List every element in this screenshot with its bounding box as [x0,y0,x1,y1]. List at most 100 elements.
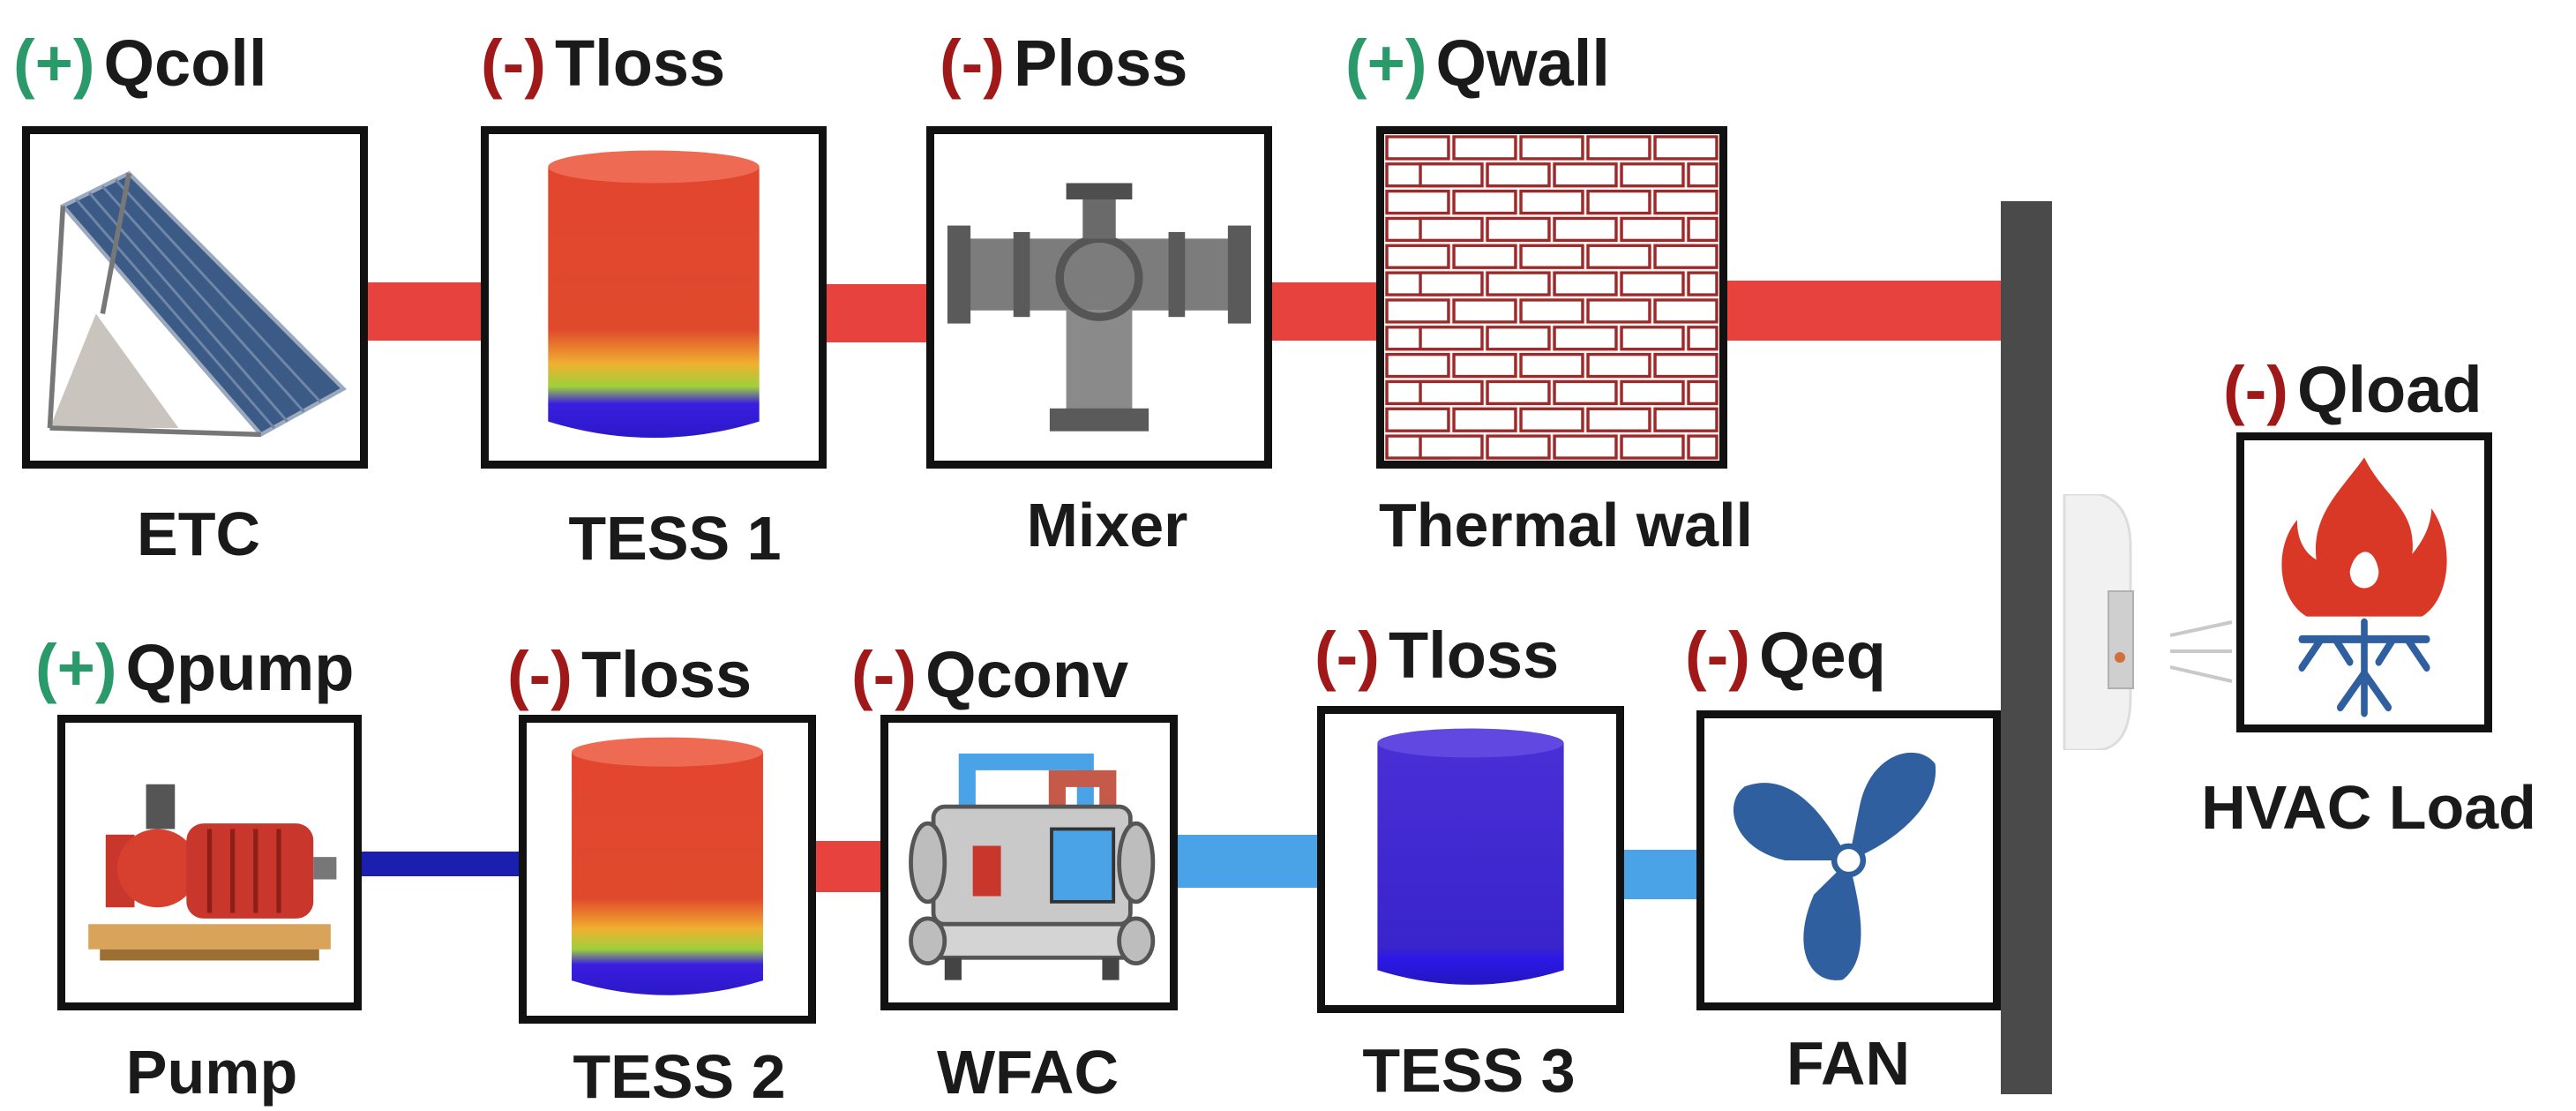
brick [1620,271,1685,297]
brick [1486,271,1551,297]
brick [1519,244,1584,269]
brick [1452,298,1517,324]
brick [1586,244,1651,269]
indoor-unit [2060,492,2139,752]
brick [1419,216,1484,243]
brick [1586,298,1651,324]
brick [1586,189,1651,215]
brick [1687,434,1719,460]
brick [1653,407,1719,432]
pipe-tess3-fan [1621,850,1701,899]
brick [1385,352,1450,379]
tess3-label: TESS 3 [1362,1036,1576,1105]
brick [1687,162,1719,188]
pump-sign: (+) [35,631,117,704]
chiller-icon [880,715,1178,1010]
brick [1519,352,1584,379]
pump-icon [57,715,362,1010]
brick [1452,244,1517,269]
brick [1553,434,1618,460]
brick [1385,298,1450,324]
brick [1553,379,1618,406]
brick [1419,379,1484,406]
airflow-lines [2169,609,2236,688]
storage-tank-icon [481,126,827,469]
brick [1687,271,1719,297]
brick [1653,189,1719,215]
pipe-pump-tess2 [357,852,520,876]
pump-label: Pump [125,1038,298,1107]
brick [1419,271,1484,297]
brick [1553,271,1618,297]
brick [1687,326,1719,351]
pipe-tess1-mixer [825,284,929,342]
brick [1452,407,1517,432]
brick [1519,298,1584,324]
tess3-term: (-)Tloss [1314,623,1559,688]
brick [1620,216,1685,243]
pipe-etc-tess1 [366,282,485,341]
brick [1687,216,1719,243]
brick [1620,434,1685,460]
mixer-term: (-)Ploss [940,31,1187,96]
brick [1385,407,1450,432]
brick [1486,216,1551,243]
etc-sign: (+) [13,26,95,100]
fan-sign: (-) [1685,619,1750,692]
etc-label: ETC [137,499,260,568]
wall-label: Thermal wall [1378,491,1754,559]
wfac-term: (-)Qconv [851,642,1128,708]
mixer-label: Mixer [1026,491,1188,559]
etc-term-label: Qcoll [103,26,267,100]
etc-term: (+)Qcoll [13,31,267,96]
brick [1385,135,1450,161]
brick [1653,352,1719,379]
wall-term: (+)Qwall [1345,31,1610,96]
wall-term-label: Qwall [1435,26,1610,100]
pipe-wfac-tess3 [1176,835,1320,888]
hvac-sign: (-) [2223,353,2288,426]
brick [1553,162,1618,188]
brick [1620,162,1685,188]
brick [1586,352,1651,379]
distribution-busbar [2001,201,2052,1094]
brick [1419,326,1484,351]
tess2-term: (-)Tloss [507,642,752,708]
tess1-label: TESS 1 [568,504,782,573]
tess2-sign: (-) [507,638,573,711]
hvac-label: HVAC Load [2201,773,2536,842]
tess3-sign: (-) [1314,619,1380,692]
storage-tank-icon [1317,706,1624,1013]
fan-icon [1696,710,2001,1010]
pump-term: (+)Qpump [35,635,354,701]
tess1-sign: (-) [481,26,546,100]
brick [1486,162,1551,188]
brick [1486,434,1551,460]
tess1-term-label: Tloss [554,26,726,100]
tess2-term-label: Tloss [580,638,753,711]
brick [1586,135,1651,161]
wfac-sign: (-) [851,638,917,711]
brick [1620,379,1685,406]
brick [1486,379,1551,406]
wfac-label: WFAC [936,1038,1120,1107]
wall-sign: (+) [1345,26,1427,100]
tess3-term-label: Tloss [1388,619,1560,692]
pump-term-label: Qpump [125,631,355,704]
brick [1653,135,1719,161]
brick [1519,407,1584,432]
fan-label: FAN [1786,1029,1910,1098]
hot-cold-load-icon [2236,432,2492,732]
tess1-term: (-)Tloss [481,31,725,96]
brick-wall-icon [1376,126,1727,469]
brick [1452,189,1517,215]
brick [1653,298,1719,324]
pipe-mixer-wall [1270,282,1376,341]
brick [1385,189,1450,215]
brick [1620,326,1685,351]
wfac-term-label: Qconv [925,638,1129,711]
solar-collector-icon [22,126,368,469]
brick [1452,352,1517,379]
fan-term: (-)Qeq [1685,623,1886,688]
